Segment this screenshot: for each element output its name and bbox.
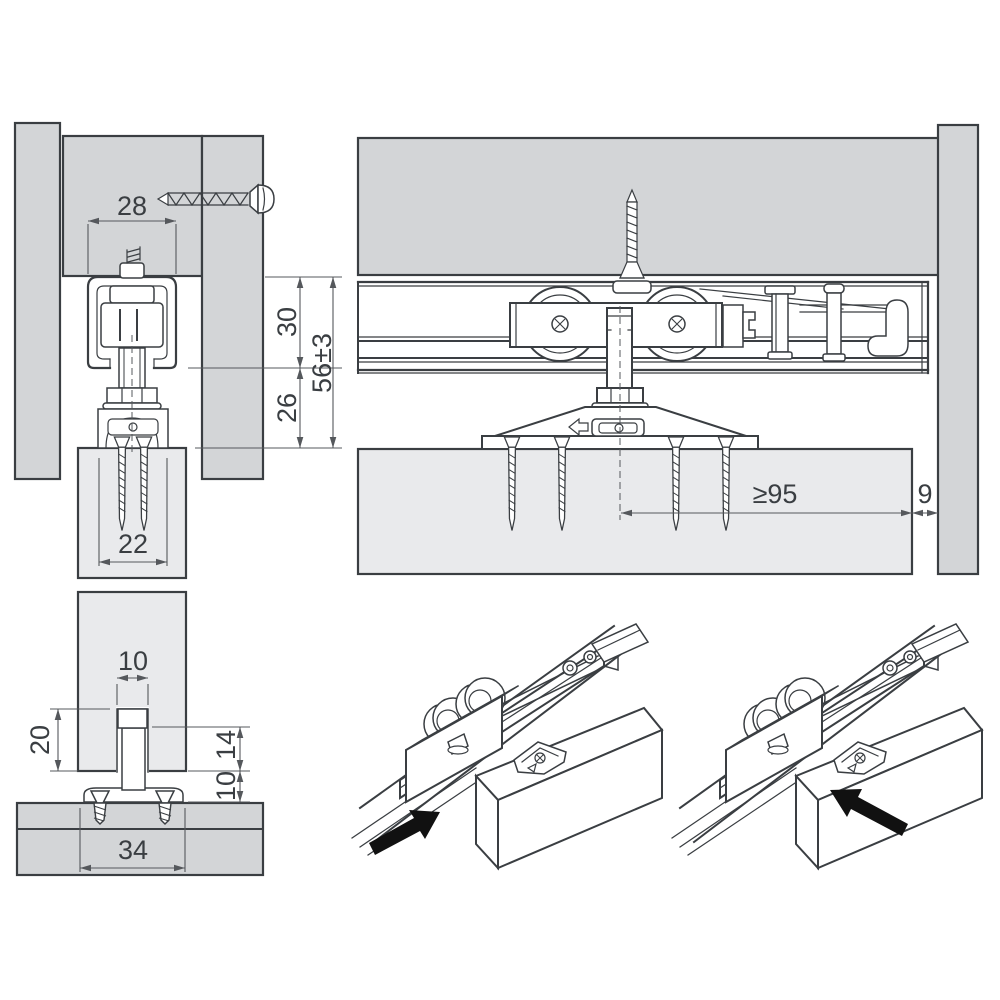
floor-slab (15, 801, 265, 877)
door-panel-side (356, 447, 914, 576)
dimension-28: 28 (87, 191, 177, 274)
damper-pin (764, 285, 796, 295)
dim-clearance-label: 26 (272, 393, 302, 423)
panel-side-section: ≥95 9 (356, 123, 980, 576)
floor-guide-profile (83, 708, 184, 825)
push-direction-arrow-icon (830, 789, 908, 836)
dim-wall-gap-label: 9 (917, 479, 932, 509)
dimension-groove-width: 10 (116, 646, 149, 705)
suspension-screw-icon (126, 246, 141, 264)
illustration-mount-step-2 (671, 623, 983, 869)
dim-groove-width-label: 10 (118, 646, 148, 676)
dim-min-distance-label: ≥95 (753, 479, 798, 509)
dimension-right-stack: 30 26 56±3 (188, 276, 342, 449)
dim-groove-depth-label: 20 (25, 725, 55, 755)
wall-panel-left (13, 121, 62, 481)
ceiling-panel (61, 134, 204, 278)
adjust-direction-arrow-icon (568, 417, 589, 437)
dim-overall-height-label: 56±3 (307, 333, 337, 393)
roller-carriage-side (509, 286, 723, 422)
dim-track-height-label: 30 (272, 307, 302, 337)
door-panel-top (76, 446, 188, 580)
roller-carriage-front (97, 246, 169, 532)
push-direction-arrow-icon (369, 810, 440, 855)
dim-engagement-label: 14 (211, 730, 241, 760)
dim-track-width-label: 28 (117, 191, 147, 221)
dimension-right-stack: 14 10 (152, 726, 250, 803)
panel-front-section-top: 28 30 26 56±3 22 (13, 121, 342, 580)
ceiling-screw-icon (612, 188, 652, 294)
damper-pin (823, 283, 845, 294)
soft-close-mechanism (699, 283, 909, 362)
guide-blade (121, 727, 146, 791)
stop-hook (867, 299, 909, 357)
dimension-min-distance: ≥95 9 (621, 479, 938, 517)
spreader-plate (481, 306, 759, 532)
panel-floor-guide-section: 10 20 14 10 34 (15, 590, 265, 877)
dim-floor-clearance-label: 10 (211, 771, 241, 801)
ceiling-panel (356, 136, 942, 277)
dim-screw-spacing-label: 22 (118, 529, 148, 559)
dimension-groove-depth: 20 (25, 708, 110, 772)
wall-panel-right (936, 123, 980, 576)
wall-screw-icon (156, 183, 275, 215)
fascia-panel (200, 134, 265, 481)
dimension-base-width: 34 (79, 808, 186, 872)
dim-base-width-label: 34 (118, 835, 148, 865)
dimension-22: 22 (98, 458, 168, 566)
